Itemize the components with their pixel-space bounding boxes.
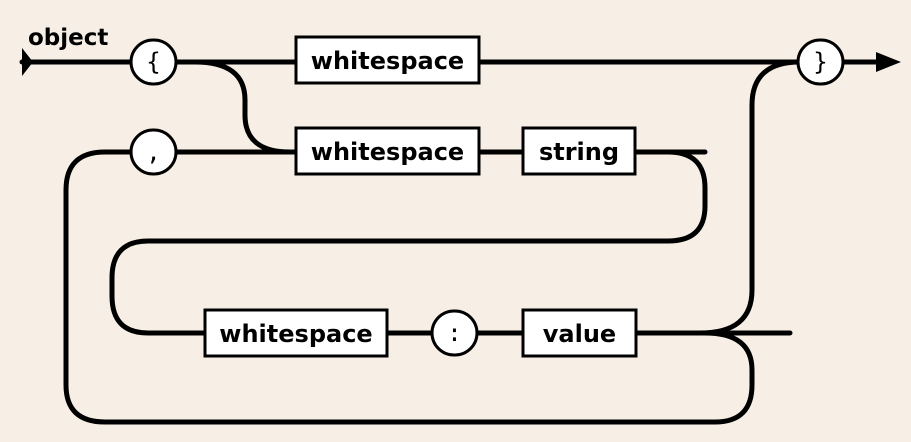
diagram-title: object (28, 25, 108, 51)
whitespace-box-colon: whitespace (203, 308, 389, 358)
value-label: value (543, 320, 616, 348)
comma-terminal: , (129, 128, 178, 176)
open-brace-terminal: { (129, 38, 178, 86)
value-box: value (521, 308, 638, 358)
comma-label: , (146, 138, 160, 166)
string-box: string (521, 126, 637, 176)
colon-terminal: : (430, 309, 479, 357)
open-brace-label: { (146, 48, 160, 76)
colon-label: : (447, 319, 461, 347)
exit-arrow (876, 52, 901, 72)
close-brace-label: } (813, 48, 827, 76)
whitespace-box-key: whitespace (294, 126, 481, 176)
whitespace-label-top: whitespace (311, 47, 464, 75)
string-label: string (539, 138, 619, 166)
whitespace-label-colon: whitespace (219, 320, 372, 348)
whitespace-box-top: whitespace (294, 35, 481, 85)
railroad-tracks (19, 48, 901, 425)
whitespace-label-key: whitespace (311, 138, 464, 166)
close-brace-terminal: } (796, 38, 845, 86)
